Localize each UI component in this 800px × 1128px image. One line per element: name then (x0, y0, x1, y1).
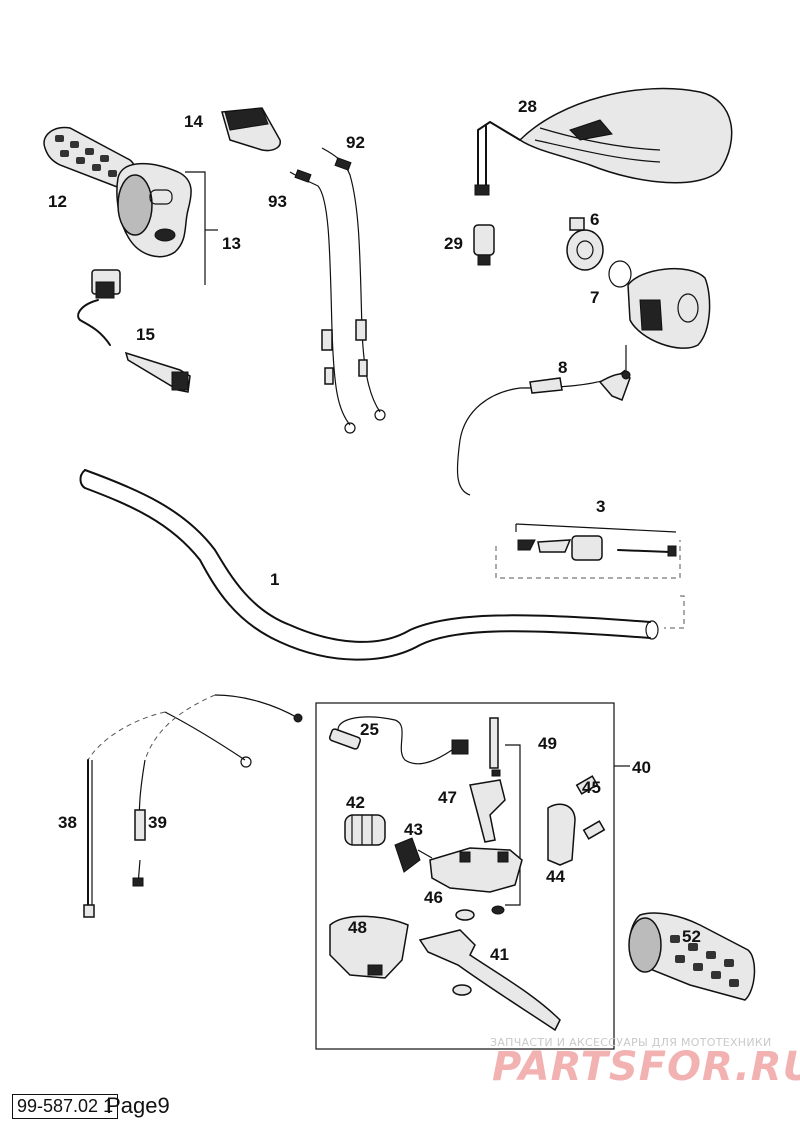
label-41: 41 (490, 945, 509, 964)
label-43: 43 (404, 820, 423, 839)
watermark-tagline: ЗАПЧАСТИ И АКСЕССУАРЫ ДЛЯ МОТОТЕХНИКИ (490, 1036, 772, 1049)
label-48: 48 (348, 918, 367, 937)
watermark: ЗАПЧАСТИ И АКСЕССУАРЫ ДЛЯ МОТОТЕХНИКИ PA… (490, 1036, 800, 1090)
page-footer: 99-587.02 1 Page9 (12, 1093, 170, 1119)
handlebar-part (79, 469, 685, 661)
label-25: 25 (360, 720, 379, 739)
page-number: Page9 (106, 1093, 170, 1118)
label-28: 28 (518, 97, 537, 116)
label-7: 7 (590, 288, 599, 307)
grip-cover-part (221, 107, 281, 152)
bar-end-kit (495, 523, 681, 579)
label-3: 3 (596, 497, 605, 516)
label-44: 44 (546, 867, 565, 886)
switch-housing-parts (566, 217, 711, 349)
label-38: 38 (58, 813, 77, 832)
throttle-grip-assembly (43, 126, 218, 285)
label-1: 1 (270, 570, 279, 589)
label-12: 12 (48, 192, 67, 211)
label-46: 46 (424, 888, 443, 907)
label-39: 39 (148, 813, 167, 832)
label-13: 13 (222, 234, 241, 253)
label-29: 29 (444, 234, 463, 253)
label-42: 42 (346, 793, 365, 812)
watermark-brand: PARTSFOR.RU (492, 1044, 800, 1090)
label-92: 92 (346, 133, 365, 152)
label-8: 8 (558, 358, 567, 377)
label-49: 49 (538, 734, 557, 753)
clutch-cables (83, 694, 303, 918)
label-93: 93 (268, 192, 287, 211)
choke-cable-part (456, 345, 631, 496)
left-grip-part (628, 912, 756, 1001)
switch-part (77, 269, 191, 393)
mirror-part (474, 87, 733, 196)
label-14: 14 (184, 112, 203, 131)
mirror-adapter-part (473, 224, 495, 266)
document-code: 99-587.02 1 (12, 1093, 119, 1119)
label-47: 47 (438, 788, 457, 807)
label-45: 45 (582, 778, 601, 797)
lever-assembly-box (315, 702, 630, 1050)
part-labels: 1 3 6 7 8 12 13 14 15 25 28 29 38 39 40 … (48, 97, 701, 964)
throttle-cables (289, 147, 386, 434)
label-40: 40 (632, 758, 651, 777)
label-6: 6 (590, 210, 599, 229)
label-52: 52 (682, 927, 701, 946)
label-15: 15 (136, 325, 155, 344)
